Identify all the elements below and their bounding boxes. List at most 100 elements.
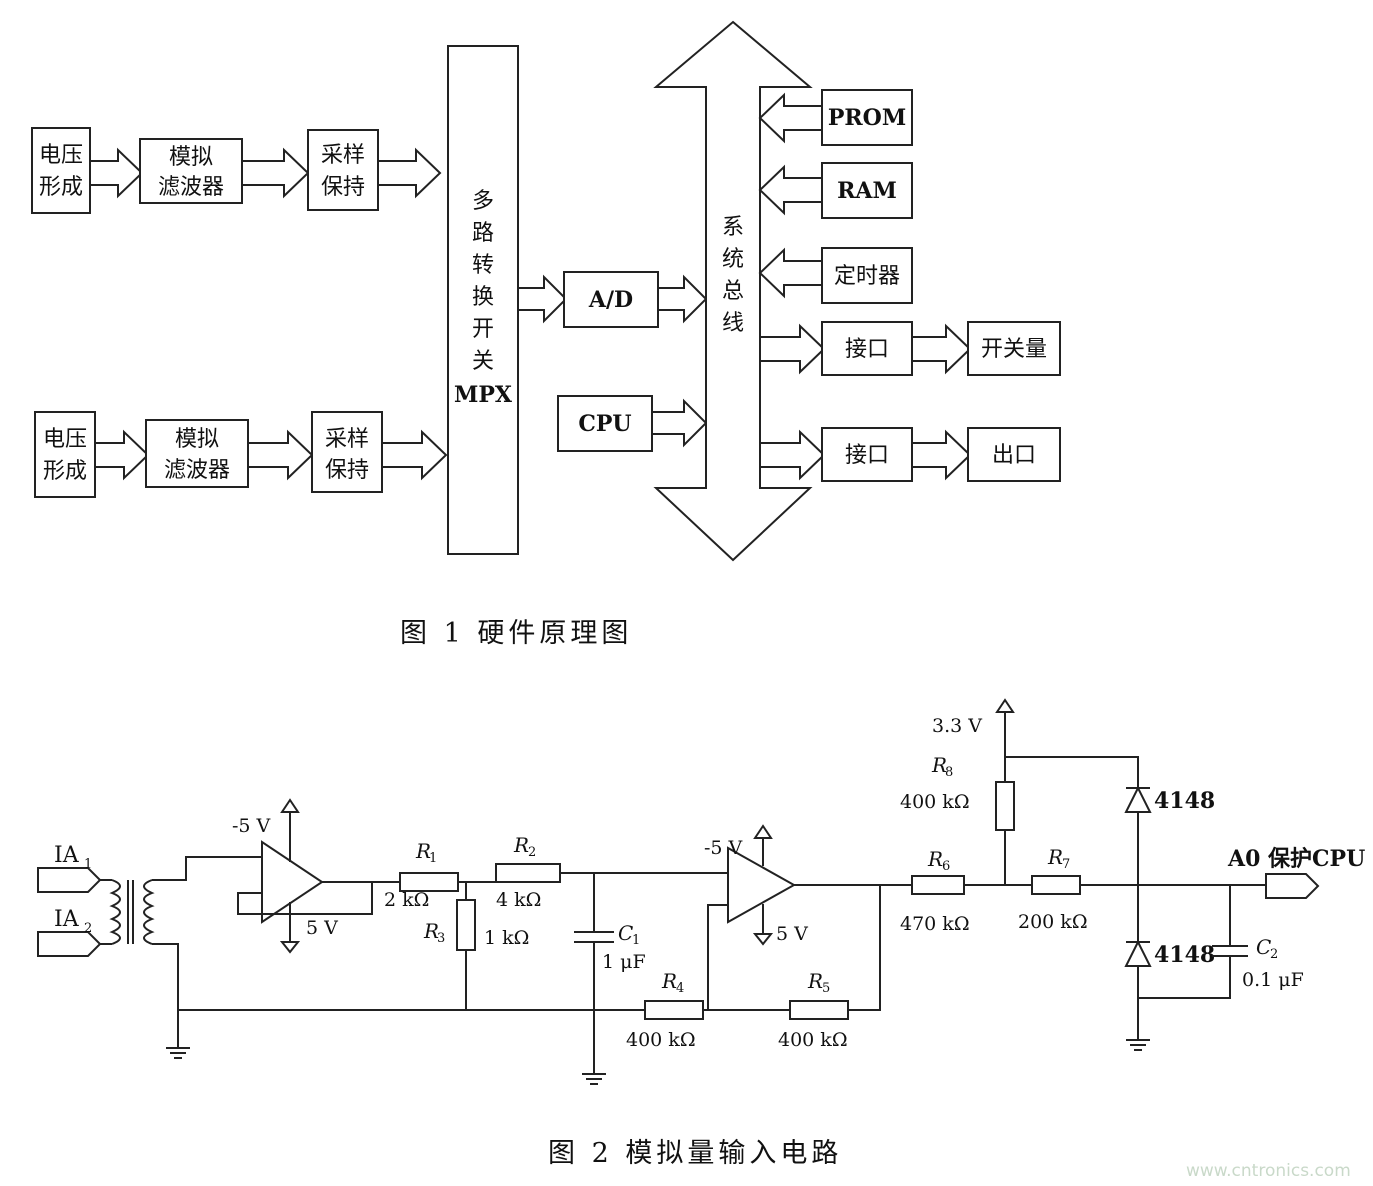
- system-bus-arrow: [653, 20, 813, 562]
- r1-label: R: [415, 839, 431, 863]
- sample-hold-label-1a: 采样: [321, 143, 365, 168]
- arrow-sample-to-mpx-1: [377, 147, 442, 199]
- transformer-secondary: [143, 879, 155, 945]
- r5-value: 400 kΩ: [778, 1029, 848, 1051]
- arrow-ad-to-bus: [657, 274, 708, 324]
- op1-neg-label: -5 V: [232, 815, 271, 837]
- voltage-forming-box-1: [31, 127, 91, 214]
- transformer-primary: [109, 879, 121, 945]
- op2-feedback-input: [707, 904, 728, 1010]
- analog-filter-box-1: [139, 138, 243, 204]
- c1-label: C: [618, 921, 633, 945]
- resistor-r6: [911, 875, 965, 895]
- analog-filter-box-2: [145, 419, 249, 488]
- timer-label: 定时器: [834, 264, 900, 289]
- r4-label: R: [661, 969, 677, 993]
- r6-subscript: 6: [942, 859, 950, 874]
- switch-quantity-label: 开关量: [981, 337, 1047, 362]
- interface-box-1: [821, 321, 913, 376]
- bus-char-1: 系: [722, 215, 744, 240]
- vcc-label: 3.3 V: [932, 715, 982, 737]
- op2-neg-label: -5 V: [704, 837, 743, 859]
- r4-value: 400 kΩ: [626, 1029, 696, 1051]
- r3-label: R: [423, 919, 439, 943]
- r2-subscript: 2: [528, 845, 536, 860]
- mpx-char-4: 换: [472, 285, 494, 310]
- analog-filter-label-2a: 模拟: [175, 427, 219, 452]
- voltage-forming-box-2: [34, 411, 96, 498]
- op1-pos-supply: [279, 902, 301, 954]
- bus-char-2: 统: [722, 247, 744, 272]
- figure-1-caption: 图 1 硬件原理图: [400, 618, 632, 649]
- r6-label: R: [927, 847, 943, 871]
- sample-hold-label-1b: 保持: [321, 175, 365, 200]
- bus-char-4: 线: [722, 311, 744, 336]
- ad-converter-box: [563, 271, 659, 328]
- arrow-interface-to-outlet: [911, 429, 972, 481]
- r1-value: 2 kΩ: [384, 889, 429, 911]
- ad-converter-label: A/D: [588, 287, 633, 313]
- wire-vcc-to-d1: [1005, 756, 1139, 788]
- figure-1-hardware-diagram: 电压 形成 模拟 滤波器 采样 保持 电压 形成 模拟 滤波器 采样 保持 多 …: [31, 20, 1061, 649]
- capacitor-c2: [1138, 885, 1248, 999]
- r7-value: 200 kΩ: [1018, 911, 1088, 933]
- mpx-char-3: 转: [472, 253, 494, 278]
- voltage-forming-label-1b: 形成: [39, 175, 83, 200]
- r6-value: 470 kΩ: [900, 913, 970, 935]
- arrow-filter-to-sample-1: [241, 147, 310, 199]
- ia2-connector: [37, 931, 102, 957]
- sample-hold-label-2a: 采样: [325, 427, 369, 452]
- arrow-ram-to-bus: [758, 164, 823, 216]
- r3-subscript: 3: [437, 931, 445, 946]
- c2-value: 0.1 μF: [1242, 969, 1304, 991]
- arrow-interface-to-switch: [911, 323, 972, 375]
- mpx-char-6: 关: [472, 349, 494, 374]
- wire-xfmr-to-op1: [152, 856, 262, 881]
- figure-2-caption: 图 2 模拟量输入电路: [548, 1138, 842, 1169]
- ia1-connector: [37, 867, 102, 893]
- arrow-cpu-to-bus: [651, 398, 708, 448]
- r5-label: R: [807, 969, 823, 993]
- arrow-mpx-to-ad: [517, 274, 568, 324]
- op2-pos-supply: [752, 904, 774, 946]
- c2-subscript: 2: [1270, 947, 1278, 962]
- capacitor-c1: [574, 873, 614, 1074]
- ram-label: RAM: [837, 178, 897, 204]
- interface-box-2: [821, 427, 913, 482]
- arrow-filter-to-sample-2: [247, 429, 314, 481]
- sample-hold-box-1: [307, 129, 379, 211]
- bus-char-3: 总: [722, 279, 744, 304]
- mpx-char-2: 路: [472, 221, 494, 246]
- interface-label-1: 接口: [845, 337, 889, 362]
- resistor-r7: [1031, 875, 1081, 895]
- prom-label: PROM: [828, 105, 906, 131]
- r7-label: R: [1047, 845, 1063, 869]
- ia2-subscript: 2: [84, 921, 92, 936]
- resistor-r3: [456, 899, 476, 951]
- resistor-r4: [644, 1000, 704, 1020]
- ia2-label: IA: [54, 907, 80, 932]
- resistor-r5: [789, 1000, 849, 1020]
- watermark: www.cntronics.com: [1186, 1161, 1351, 1181]
- op-amp-2: [727, 846, 797, 924]
- wire-r5-to-output: [848, 885, 881, 1011]
- output-label: A0 保护CPU: [1227, 846, 1365, 872]
- vcc-supply: [995, 698, 1015, 782]
- analog-filter-label-1a: 模拟: [169, 145, 213, 170]
- r5-subscript: 5: [822, 981, 830, 996]
- ground-symbol-3: [1126, 1039, 1150, 1051]
- op1-feedback: [237, 882, 373, 915]
- op1-neg-supply: [280, 798, 300, 862]
- mpx-char-5: 开: [472, 317, 494, 342]
- arrow-bus-to-interface-1: [759, 323, 826, 375]
- switch-quantity-box: [967, 321, 1061, 376]
- op1-pos-label: 5 V: [306, 917, 338, 939]
- voltage-forming-label-2a: 电压: [43, 427, 87, 452]
- voltage-forming-label-2b: 形成: [43, 459, 87, 484]
- resistor-r2: [495, 863, 561, 883]
- voltage-forming-label-1a: 电压: [39, 143, 83, 168]
- interface-label-2: 接口: [845, 443, 889, 468]
- analog-filter-label-1b: 滤波器: [158, 175, 224, 200]
- c1-value: 1 μF: [602, 951, 646, 973]
- r8-subscript: 8: [945, 765, 953, 780]
